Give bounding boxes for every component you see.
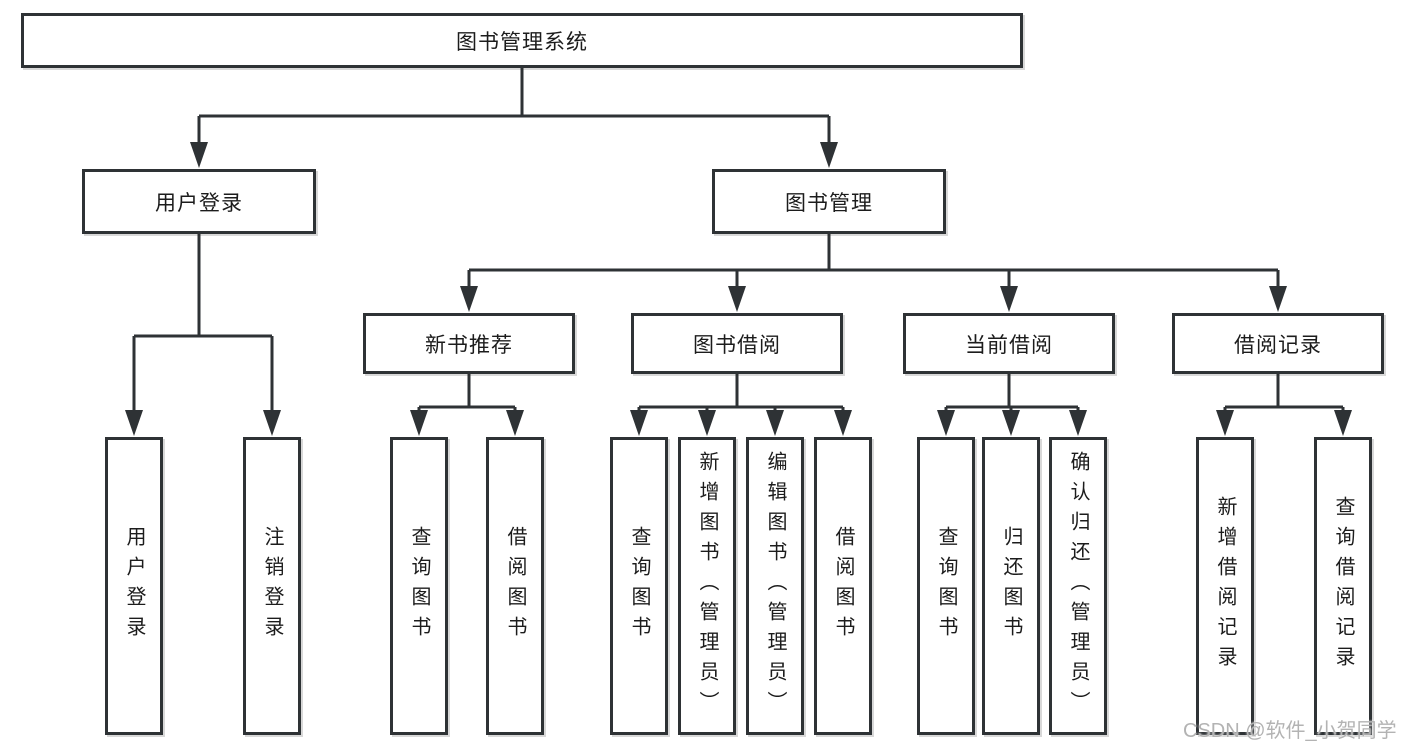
leaf-return-book: 归还图书 — [982, 437, 1040, 735]
node-current-borrow: 当前借阅 — [903, 313, 1115, 374]
connector-line — [132, 68, 1345, 414]
node-user-login: 用户登录 — [82, 169, 316, 234]
leaf-add-book-admin: 新增图书（管理员） — [678, 437, 736, 735]
leaf-logout: 注销登录 — [243, 437, 301, 735]
node-label: 新增图书（管理员） — [696, 451, 718, 721]
node-label: 借阅图书 — [504, 526, 526, 646]
watermark: CSDN @软件_小贺同学 — [1183, 720, 1397, 742]
leaf-query-borrow-record: 查询借阅记录 — [1314, 437, 1372, 735]
node-label: 归还图书 — [1000, 526, 1022, 646]
node-label: 当前借阅 — [965, 333, 1053, 357]
node-label: 查询图书 — [408, 526, 430, 646]
node-book-management: 图书管理 — [712, 169, 946, 234]
node-label: 注销登录 — [261, 526, 283, 646]
node-book-borrow: 图书借阅 — [631, 313, 843, 374]
node-label: 图书管理 — [785, 191, 873, 215]
node-label: 新书推荐 — [425, 333, 513, 357]
node-label: 用户登录 — [123, 526, 145, 646]
node-label: 新增借阅记录 — [1214, 496, 1236, 676]
leaf-add-borrow-record: 新增借阅记录 — [1196, 437, 1254, 735]
leaf-query-books-current: 查询图书 — [917, 437, 975, 735]
node-borrow-records: 借阅记录 — [1172, 313, 1384, 374]
leaf-edit-book-admin: 编辑图书（管理员） — [746, 437, 804, 735]
leaf-borrow-books-borrow: 借阅图书 — [814, 437, 872, 735]
arrow-down-icon — [125, 142, 1352, 436]
node-label: 图书管理系统 — [456, 30, 588, 54]
leaf-query-books-newbook: 查询图书 — [390, 437, 448, 735]
node-label: 用户登录 — [155, 191, 243, 215]
node-new-book-recommend: 新书推荐 — [363, 313, 575, 374]
node-label: 借阅记录 — [1234, 333, 1322, 357]
node-label: 编辑图书（管理员） — [764, 451, 786, 721]
node-label: 查询图书 — [935, 526, 957, 646]
node-library-system: 图书管理系统 — [21, 13, 1023, 68]
node-label: 借阅图书 — [832, 526, 854, 646]
leaf-confirm-return-admin: 确认归还（管理员） — [1049, 437, 1107, 735]
node-label: 图书借阅 — [693, 333, 781, 357]
leaf-query-books-borrow: 查询图书 — [610, 437, 668, 735]
node-label: 查询图书 — [628, 526, 650, 646]
leaf-borrow-books-newbook: 借阅图书 — [486, 437, 544, 735]
leaf-user-login: 用户登录 — [105, 437, 163, 735]
node-label: 查询借阅记录 — [1332, 496, 1354, 676]
node-label: 确认归还（管理员） — [1067, 451, 1089, 721]
